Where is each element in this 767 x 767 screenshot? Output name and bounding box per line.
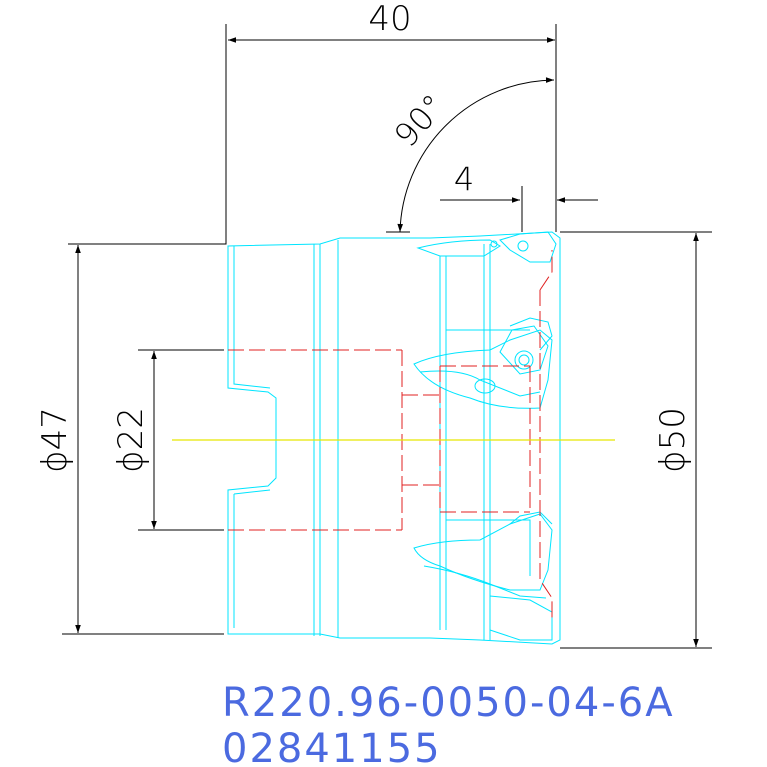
part-item-number: 02841155 [222, 726, 442, 767]
body-diameter-dimension [62, 245, 224, 635]
cutter-body-outline [227, 231, 561, 645]
bore-diameter-dimension [138, 349, 224, 531]
angle-dimension-label: 90° [387, 87, 453, 155]
body-diameter-label: ϕ47 [35, 407, 75, 473]
width-dimension-label: 40 [368, 0, 411, 39]
cutter-diameter-label: ϕ50 [653, 407, 693, 473]
bore-diameter-label: ϕ22 [111, 407, 151, 473]
width-dimension [68, 24, 557, 245]
cutter-diameter-dimension [560, 231, 712, 649]
part-designation: R220.96-0050-04-6A [222, 680, 675, 726]
chamfer-dimension [440, 186, 598, 232]
angle-dimension [386, 77, 555, 233]
hidden-lines [228, 250, 553, 620]
chamfer-dimension-label: 4 [454, 160, 474, 198]
